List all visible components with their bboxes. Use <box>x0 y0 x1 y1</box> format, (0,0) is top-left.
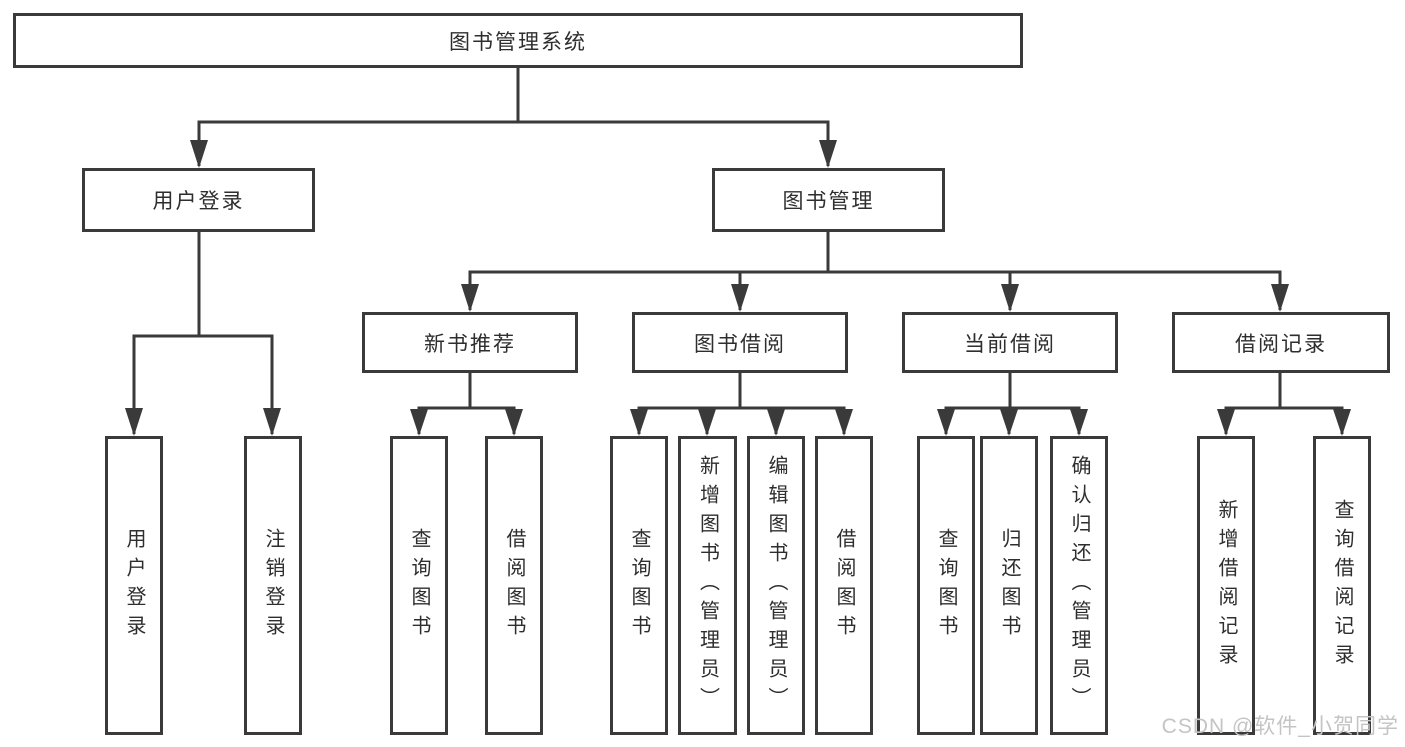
node-label: 借阅图书 <box>833 527 855 644</box>
node-label: 查询借阅记录 <box>1331 498 1353 673</box>
leaf-bb-query-books: 查询图书 <box>610 436 668 735</box>
leaf-user-login: 用户登录 <box>105 436 163 735</box>
leaf-br-query-borrow-record: 查询借阅记录 <box>1313 436 1371 735</box>
watermark-csdn: CSDN @软件_小贺同学 <box>1161 715 1399 738</box>
connector-book-management-to-level3 <box>461 232 1289 312</box>
leaf-cb-query-books: 查询图书 <box>917 436 975 735</box>
leaf-bb-edit-books-admin: 编辑图书（管理员） <box>747 436 805 735</box>
node-book-borrowing: 图书借阅 <box>632 312 848 373</box>
leaf-br-add-borrow-record: 新增借阅记录 <box>1197 436 1255 735</box>
leaf-cb-return-books: 归还图书 <box>980 436 1038 735</box>
node-borrowing-records: 借阅记录 <box>1172 312 1390 373</box>
leaf-cb-confirm-return-admin: 确认归还（管理员） <box>1050 436 1108 735</box>
leaf-bb-add-books-admin: 新增图书（管理员） <box>678 436 737 735</box>
node-library-management-system: 图书管理系统 <box>13 13 1023 68</box>
node-label: 编辑图书（管理员） <box>765 455 787 716</box>
node-label: 注销登录 <box>262 527 284 644</box>
node-label: 查询图书 <box>628 527 650 644</box>
leaf-logout: 注销登录 <box>244 436 302 735</box>
node-current-borrowing: 当前借阅 <box>902 312 1118 373</box>
node-book-management: 图书管理 <box>712 168 945 232</box>
node-label: 借阅记录 <box>1235 332 1327 356</box>
connector-root-to-level2 <box>190 67 837 168</box>
connector-user-login-children <box>125 232 281 436</box>
leaf-bb-borrow-books: 借阅图书 <box>815 436 873 735</box>
connector-current-borrowing-children <box>937 373 1088 436</box>
node-label: 新增图书（管理员） <box>696 455 719 716</box>
node-label: 确认归还（管理员） <box>1068 455 1090 716</box>
node-label: 新增借阅记录 <box>1215 498 1237 673</box>
connector-borrowing-records-children <box>1217 373 1351 436</box>
node-label: 新书推荐 <box>424 332 516 356</box>
leaf-nb-borrow-books: 借阅图书 <box>485 436 543 735</box>
node-label: 图书管理 <box>782 190 875 213</box>
node-new-book-recommendation: 新书推荐 <box>362 312 578 373</box>
node-label: 用户登录 <box>123 527 145 644</box>
node-label: 图书借阅 <box>694 332 786 356</box>
connector-book-borrowing-children <box>630 373 853 436</box>
node-user-login: 用户登录 <box>82 168 315 232</box>
node-label: 归还图书 <box>998 527 1020 644</box>
node-label: 借阅图书 <box>503 527 525 644</box>
node-label: 查询图书 <box>408 527 430 644</box>
node-label: 图书管理系统 <box>449 30 587 54</box>
node-label: 当前借阅 <box>964 332 1056 356</box>
node-label: 查询图书 <box>935 527 957 644</box>
node-label: 用户登录 <box>152 190 245 213</box>
connector-new-book-recommendation-children <box>410 373 523 436</box>
leaf-nb-query-books: 查询图书 <box>390 436 448 735</box>
